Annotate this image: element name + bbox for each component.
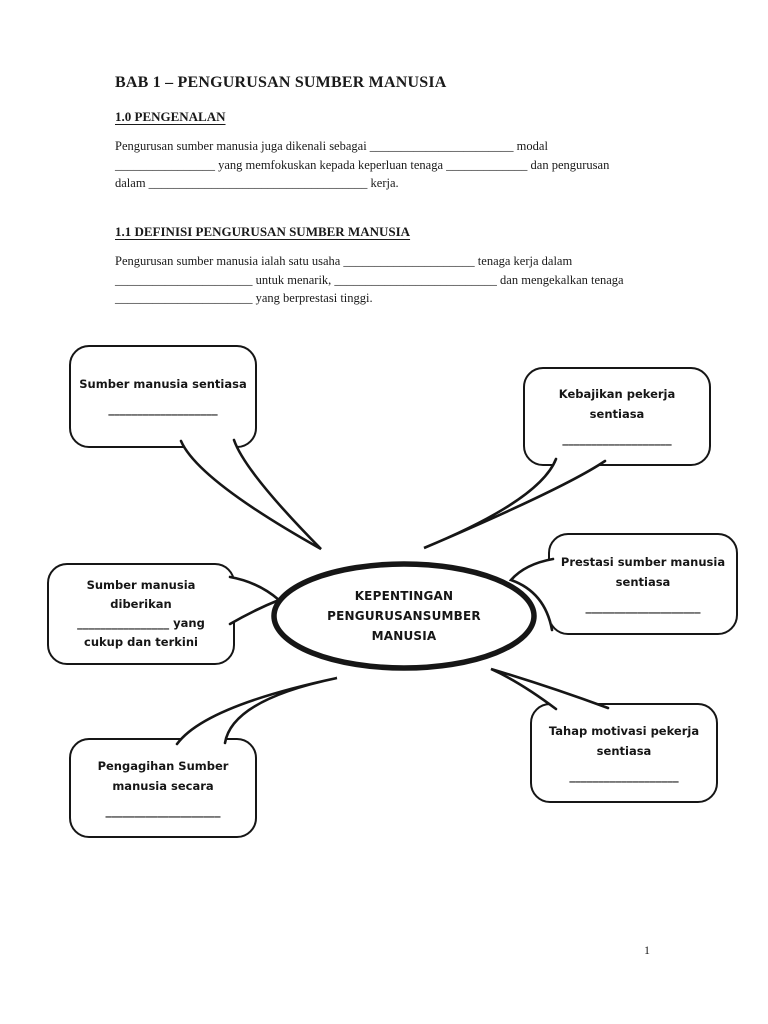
section-1-0-paragraph: Pengurusan sumber manusia juga dikenali …: [115, 137, 609, 193]
page-number: 1: [644, 943, 650, 957]
bubble-text: sentiasa: [589, 407, 645, 421]
paragraph-line: ______________________ untuk menarik, __…: [115, 272, 624, 287]
bubble-tail-diberikan: [228, 575, 282, 626]
fill-in-blank: ____________________: [585, 599, 701, 614]
center-text: KEPENTINGAN: [354, 589, 454, 603]
chapter-title: BAB 1 – PENGURUSAN SUMBER MANUSIA: [115, 74, 447, 91]
paragraph-line: Pengurusan sumber manusia juga dikenali …: [115, 139, 548, 153]
bubble-text: cukup dan terkini: [84, 635, 198, 649]
center-ellipse-label: KEPENTINGAN PENGURUSANSUMBER MANUSIA: [284, 586, 524, 646]
bubble-tahap-motivasi: Tahap motivasi pekerja sentiasa ________…: [530, 703, 718, 803]
fill-in-blank: ___________________: [569, 768, 679, 783]
section-1-1-paragraph: Pengurusan sumber manusia ialah satu usa…: [115, 252, 624, 308]
bubble-text: Tahap motivasi pekerja: [548, 723, 700, 738]
bubble-prestasi-sumber-manusia: Prestasi sumber manusia sentiasa _______…: [548, 533, 738, 635]
fill-in-blank: ___________________: [108, 402, 218, 416]
fill-in-blank: ____________________: [105, 803, 221, 818]
bubble-tail-pengagihan: [175, 676, 338, 746]
bubble-text: Sumber manusia sentiasa: [79, 377, 247, 391]
paragraph-line: dalam __________________________________…: [115, 176, 399, 190]
bubble-text: sentiasa: [596, 743, 652, 758]
bubble-sumber-manusia-sentiasa: Sumber manusia sentiasa ________________…: [69, 345, 257, 448]
bubble-text: manusia secara: [112, 778, 214, 793]
center-text: PENGURUSANSUMBER: [327, 609, 481, 623]
paragraph-line: Pengurusan sumber manusia ialah satu usa…: [115, 254, 573, 268]
bubble-text: Kebajikan pekerja: [558, 387, 676, 401]
fill-in-blank: ___________________: [562, 432, 672, 446]
paragraph-line: ______________________ yang berprestasi …: [115, 291, 373, 305]
fill-in-blank: ________________ yang: [77, 616, 205, 630]
bubble-text: Pengagihan Sumber: [97, 758, 229, 773]
bubble-sumber-manusia-diberikan: Sumber manusia diberikan _______________…: [47, 563, 235, 665]
bubble-text: diberikan: [110, 597, 172, 611]
bubble-text: sentiasa: [615, 574, 671, 589]
bubble-tail-sumber-sentiasa: [179, 438, 322, 551]
section-1-0-heading: 1.0 PENGENALAN: [115, 109, 226, 124]
section-1-1-heading: 1.1 DEFINISI PENGURUSAN SUMBER MANUSIA: [115, 224, 411, 239]
paragraph-line: ________________ yang memfokuskan kepada…: [115, 157, 610, 172]
bubble-text: Sumber manusia: [86, 578, 196, 592]
bubble-pengagihan-sumber: Pengagihan Sumber manusia secara _______…: [69, 738, 257, 838]
bubble-text: Prestasi sumber manusia: [560, 554, 726, 569]
bubble-kebajikan-pekerja: Kebajikan pekerja sentiasa _____________…: [523, 367, 711, 466]
center-text: MANUSIA: [371, 629, 437, 643]
